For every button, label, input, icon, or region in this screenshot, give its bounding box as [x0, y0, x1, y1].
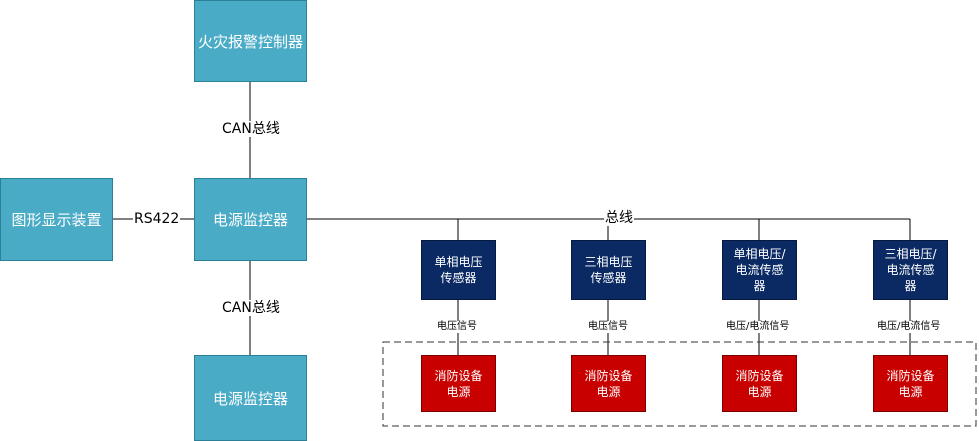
power-monitor-sub-node: 电源监控器 [194, 355, 307, 441]
power-supply-label-4: 消防设备 电源 [886, 368, 935, 399]
sensor-label-2: 三相电压 传感器 [584, 255, 633, 285]
can-bus-bottom-label: CAN总线 [221, 300, 281, 316]
power-monitor-main-label: 电源监控器 [212, 211, 288, 229]
power-monitor-main-node: 电源监控器 [194, 178, 307, 261]
power-supply-node-3: 消防设备 电源 [722, 355, 797, 412]
power-supply-node-1: 消防设备 电源 [421, 355, 496, 412]
fire-alarm-controller-node: 火灾报警控制器 [194, 0, 307, 82]
signal-label-1: 电压信号 [436, 321, 478, 333]
power-supply-node-2: 消防设备 电源 [571, 355, 646, 412]
power-supply-node-4: 消防设备 电源 [873, 355, 948, 412]
fire-alarm-controller-label: 火灾报警控制器 [197, 32, 303, 51]
power-supply-label-2: 消防设备 电源 [584, 368, 633, 399]
sensor-label-3: 单相电压/ 电流传感 器 [733, 247, 786, 293]
graphic-display-label: 图形显示装置 [11, 211, 102, 229]
sensor-label-4: 三相电压/ 电流传感 器 [884, 247, 937, 293]
sensor-label-1: 单相电压 传感器 [434, 255, 483, 285]
bus-label: 总线 [604, 210, 634, 226]
power-supply-label-3: 消防设备 电源 [735, 368, 784, 399]
sensor-node-3: 单相电压/ 电流传感 器 [722, 240, 797, 300]
signal-label-2: 电压信号 [587, 321, 629, 333]
power-monitor-sub-label: 电源监控器 [212, 389, 288, 408]
can-bus-top-label: CAN总线 [221, 121, 281, 137]
power-supply-label-1: 消防设备 电源 [434, 368, 483, 399]
graphic-display-node: 图形显示装置 [0, 178, 113, 261]
signal-label-4: 电压/电流信号 [876, 321, 942, 333]
rs422-label: RS422 [133, 211, 181, 227]
sensor-node-2: 三相电压 传感器 [571, 240, 646, 300]
sensor-node-4: 三相电压/ 电流传感 器 [873, 240, 948, 300]
signal-label-3: 电压/电流信号 [725, 321, 791, 333]
power-group-frame [382, 341, 977, 427]
sensor-node-1: 单相电压 传感器 [421, 240, 496, 300]
